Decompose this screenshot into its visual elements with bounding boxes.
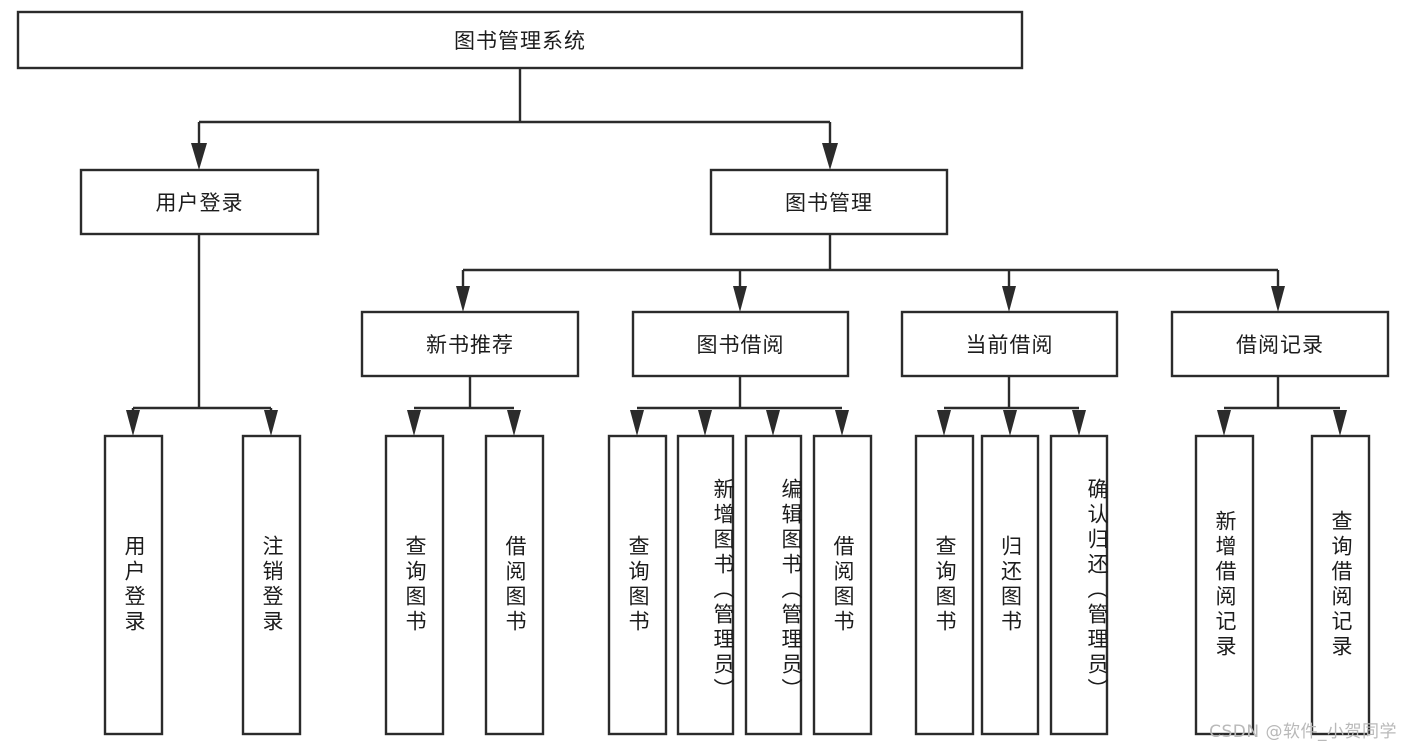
node-new-book-box[interactable] <box>360 310 580 378</box>
arrow-to-borrow-record <box>1271 286 1285 312</box>
node-user-login-box[interactable] <box>79 168 320 236</box>
leaf-box-book-borrow-1[interactable] <box>607 434 668 736</box>
leaf-box-book-borrow-2[interactable] <box>676 434 735 736</box>
arrow-current-borrow-leaf-3 <box>1072 410 1086 436</box>
leaf-box-user-login-2[interactable] <box>241 434 302 736</box>
leaf-box-current-borrow-3[interactable] <box>1049 434 1109 736</box>
leaf-box-book-borrow-3[interactable] <box>744 434 803 736</box>
arrow-book-borrow-leaf-2 <box>698 410 712 436</box>
leaf-box-user-login-1[interactable] <box>103 434 164 736</box>
arrow-current-borrow-leaf-2 <box>1003 410 1017 436</box>
arrow-to-book-manage <box>822 143 838 170</box>
leaf-box-new-book-1[interactable] <box>384 434 445 736</box>
leaf-box-new-book-2[interactable] <box>484 434 545 736</box>
node-borrow-record-box[interactable] <box>1170 310 1390 378</box>
node-book-borrow-box[interactable] <box>631 310 850 378</box>
leaf-box-borrow-record-1[interactable] <box>1194 434 1255 736</box>
node-current-borrow-box[interactable] <box>900 310 1119 378</box>
node-root-box[interactable] <box>16 10 1024 70</box>
arrow-to-book-borrow <box>733 286 747 312</box>
leaf-box-borrow-record-2[interactable] <box>1310 434 1371 736</box>
csdn-watermark: CSDN @软件_小贺同学 <box>1209 722 1397 742</box>
arrow-to-new-book <box>456 286 470 312</box>
arrow-borrow-record-leaf-1 <box>1217 410 1231 436</box>
arrow-user-login-leaf-1 <box>126 410 140 436</box>
arrow-book-borrow-leaf-1 <box>630 410 644 436</box>
arrow-new-book-leaf-2 <box>507 410 521 436</box>
arrow-borrow-record-leaf-2 <box>1333 410 1347 436</box>
leaf-box-book-borrow-4[interactable] <box>812 434 873 736</box>
arrow-to-user-login <box>191 143 207 170</box>
arrow-book-borrow-leaf-4 <box>835 410 849 436</box>
node-book-manage-box[interactable] <box>709 168 949 236</box>
arrow-user-login-leaf-2 <box>264 410 278 436</box>
leaf-box-current-borrow-1[interactable] <box>914 434 975 736</box>
arrow-to-current-borrow <box>1002 286 1016 312</box>
arrow-current-borrow-leaf-1 <box>937 410 951 436</box>
leaf-box-current-borrow-2[interactable] <box>980 434 1040 736</box>
arrow-new-book-leaf-1 <box>407 410 421 436</box>
arrow-book-borrow-leaf-3 <box>766 410 780 436</box>
